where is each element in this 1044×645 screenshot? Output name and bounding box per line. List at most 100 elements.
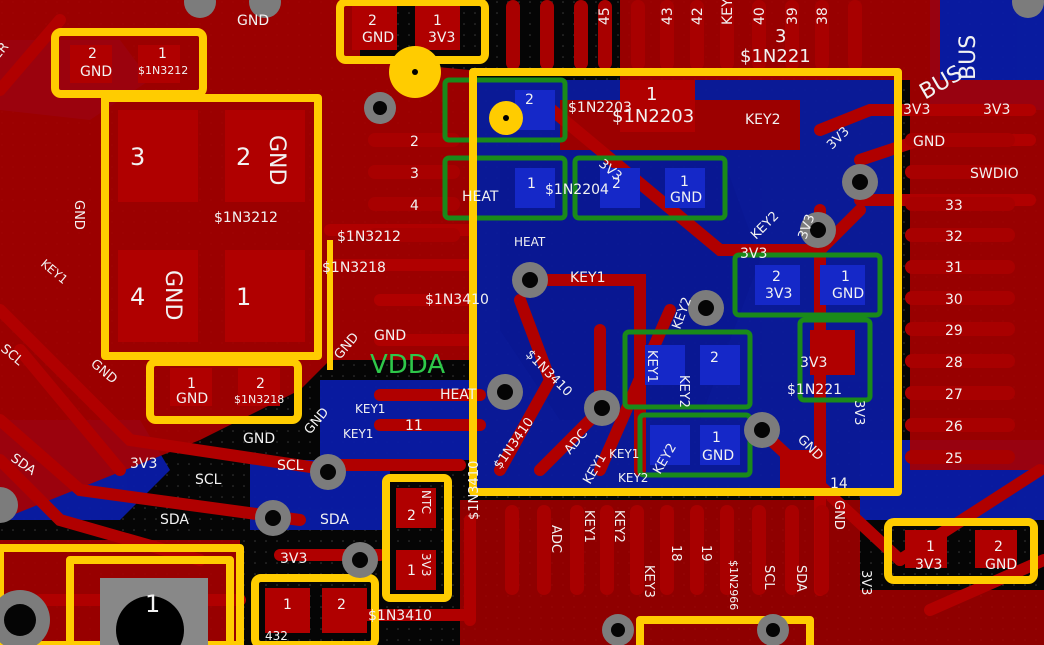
pin-40: 40 bbox=[752, 7, 768, 25]
pin-38: 38 bbox=[815, 7, 831, 25]
connector-hole bbox=[116, 596, 184, 645]
label-n2966: $1N2966 bbox=[727, 560, 740, 610]
pad-num-2b: 2 bbox=[88, 46, 97, 62]
label-gnd-vert-left: GND bbox=[71, 200, 86, 230]
label-n3218-right: $1N3218 bbox=[322, 260, 386, 276]
label-adc-bottom: ADC bbox=[548, 525, 563, 553]
label-3v3-mid: 3V3 bbox=[740, 246, 767, 262]
label-heat: HEAT bbox=[440, 387, 477, 403]
pad-num-1f: 1 bbox=[407, 563, 416, 579]
label-sda-1: SDA bbox=[160, 512, 189, 528]
label-swdio: SWDIO bbox=[970, 166, 1019, 182]
pad-num-1d: 1 bbox=[187, 376, 196, 392]
pad-label-gnd-b: GND bbox=[80, 64, 112, 80]
net-labels: GND 2 GND 1 3V3 2 GND 1 $1N3212 3 2 4 1 … bbox=[80, 13, 1019, 643]
pad-num-1i: 1 bbox=[680, 174, 689, 190]
pad-label-gnd-d: GND bbox=[160, 270, 185, 320]
pad-num-2d: 2 bbox=[256, 376, 265, 392]
pin-29: 29 bbox=[945, 323, 963, 339]
label-scl-2: SCL bbox=[277, 458, 304, 474]
label-gnd-below: GND bbox=[243, 431, 275, 447]
label-gnd-top: GND bbox=[237, 13, 269, 29]
pin-33: 33 bbox=[945, 198, 963, 214]
label-n3212-mid: $1N3212 bbox=[214, 210, 278, 226]
connector-pin-1: 1 bbox=[145, 590, 160, 618]
label-key1-vert: KEY1 bbox=[644, 350, 659, 383]
pin1-marker-dot bbox=[412, 69, 418, 75]
top-pin-numbers: 45 43 42 KEY1 40 39 38 bbox=[597, 0, 831, 25]
pin-30: 30 bbox=[945, 292, 963, 308]
pad-num-1c: 1 bbox=[236, 283, 251, 311]
label-key2-bottom: KEY2 bbox=[618, 471, 648, 485]
bottom-smd-pads bbox=[515, 90, 865, 465]
pin-31: 31 bbox=[945, 260, 963, 276]
pad-num-2e: 2 bbox=[337, 597, 346, 613]
label-n221: $1N221 bbox=[787, 382, 842, 398]
pin-27: 27 bbox=[945, 387, 963, 403]
pin-32: 32 bbox=[945, 229, 963, 245]
label-key1-pin: KEY1 bbox=[581, 510, 596, 543]
label-n2219-top: $1N221 bbox=[740, 46, 811, 67]
label-key2-vert: KEY2 bbox=[676, 375, 691, 408]
label-key1-mid: KEY1 bbox=[570, 270, 606, 286]
qfp-bottom-pins bbox=[505, 505, 829, 595]
pad-num-3: 3 bbox=[130, 143, 145, 171]
label-n3410-vert: $1N3410 bbox=[467, 461, 482, 520]
label-3v3-top: 3 bbox=[775, 26, 786, 47]
label-key2-top: KEY2 bbox=[745, 112, 781, 128]
pad-num-1: 1 bbox=[433, 13, 442, 29]
pad-num-2: 2 bbox=[368, 13, 377, 29]
label-n2204: $1N2204 bbox=[545, 182, 609, 198]
pad-num-1j: 1 bbox=[841, 269, 850, 285]
pin-3: 3 bbox=[410, 166, 419, 182]
pad-label-3v3: 3V3 bbox=[428, 30, 455, 46]
label-sda-2: SDA bbox=[320, 512, 349, 528]
pin-11: 11 bbox=[405, 418, 423, 434]
label-3v3-vert: 3V3 bbox=[851, 400, 866, 425]
pad-num-2j: 2 bbox=[710, 350, 719, 366]
label-n2203-big: $1N2203 bbox=[612, 106, 694, 127]
pad-num-2l: 2 bbox=[994, 539, 1003, 555]
label-3v3-right1: 3V3 bbox=[903, 102, 930, 118]
label-vdda: VDDA bbox=[370, 350, 445, 380]
pad-label-gnd-h: GND bbox=[702, 448, 734, 464]
pad-label-gnd-i: GND bbox=[985, 557, 1017, 573]
bottom-pin-labels: ADC KEY1 KEY2 KEY3 18 19 $1N2966 SCL SDA… bbox=[467, 461, 873, 611]
pad-num-1l: 1 bbox=[926, 539, 935, 555]
label-ntc: NTC bbox=[419, 490, 433, 514]
pin-43: 43 bbox=[660, 7, 676, 25]
qfp-right-pins bbox=[905, 133, 1015, 464]
label-432: 432 bbox=[265, 629, 288, 643]
pad-num-2g: 2 bbox=[525, 92, 534, 108]
pad-label-3v3-b: 3V3 bbox=[765, 286, 792, 302]
pad-num-1b: 1 bbox=[158, 46, 167, 62]
pad-num-2i: 2 bbox=[772, 269, 781, 285]
pin-25: 25 bbox=[945, 451, 963, 467]
pin-4: 4 bbox=[410, 198, 419, 214]
pad-label-n3212: $1N3212 bbox=[138, 64, 188, 77]
pad-num-2c: 2 bbox=[236, 143, 251, 171]
pad-num-1h: 1 bbox=[527, 176, 536, 192]
pin-41: KEY1 bbox=[720, 0, 736, 25]
pin-39: 39 bbox=[785, 7, 801, 25]
label-n3410-left: $1N3410 bbox=[425, 292, 489, 308]
label-key3-pin: KEY3 bbox=[641, 565, 656, 598]
pin-18: 18 bbox=[668, 545, 683, 562]
pin-19: 19 bbox=[698, 545, 713, 562]
pad-label-3v3-c: 3V3 bbox=[800, 355, 827, 371]
label-bus-1: BUS bbox=[956, 35, 981, 80]
label-3v3-left2: 3V3 bbox=[130, 456, 157, 472]
pad-label-n3218: $1N3218 bbox=[234, 393, 284, 406]
label-3v3-pin: 3V3 bbox=[858, 570, 873, 595]
pin-26: 26 bbox=[945, 419, 963, 435]
pad-num-1k: 1 bbox=[712, 430, 721, 446]
label-heat-2: HEAT bbox=[462, 189, 499, 205]
label-3v3-ntc: 3V3 bbox=[419, 553, 433, 576]
pad-label-gnd: GND bbox=[362, 30, 394, 46]
label-key1-bottom: KEY1 bbox=[609, 447, 639, 461]
label-gnd-right: GND bbox=[913, 134, 945, 150]
smd-pads bbox=[70, 5, 1017, 633]
pad-label-gnd-e: GND bbox=[176, 391, 208, 407]
